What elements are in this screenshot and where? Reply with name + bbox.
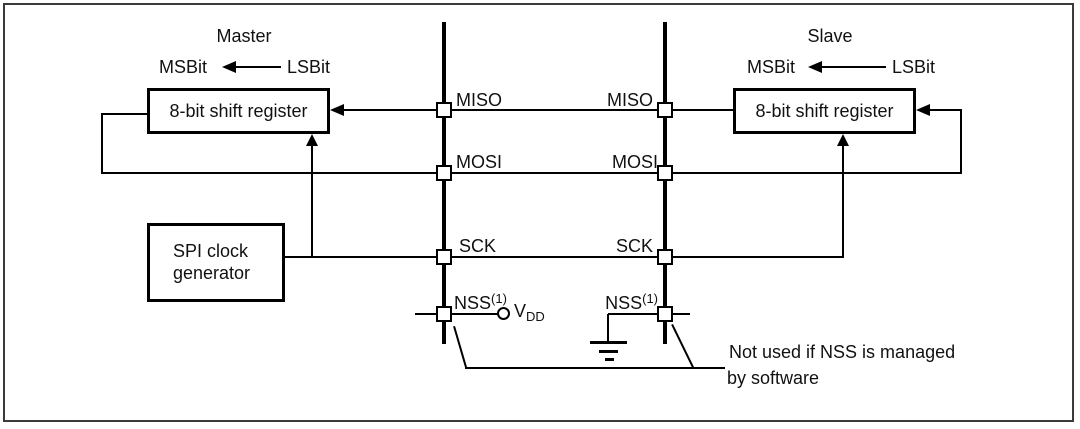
miso-arrowhead-into-master-icon xyxy=(330,104,344,116)
master-miso-label: MISO xyxy=(456,90,503,110)
slave-miso-label: MISO xyxy=(606,90,653,110)
slave-msbit-label: MSBit xyxy=(747,57,796,77)
slave-mosi-pin xyxy=(657,165,673,181)
master-loopback-horizontal xyxy=(101,113,149,115)
slave-nss-to-ground-horizontal xyxy=(608,313,657,315)
spi-clock-generator-label-line2: generator xyxy=(173,263,251,283)
slave-loopback-horizontal xyxy=(928,109,962,111)
slave-nss-text: NSS xyxy=(605,293,643,313)
slave-shift-register-label: 8-bit shift register xyxy=(755,101,894,121)
master-mosi-pin xyxy=(436,165,452,181)
master-miso-pin xyxy=(436,102,452,118)
slave-nss-stub xyxy=(673,313,690,315)
master-boundary-line xyxy=(442,22,446,344)
master-nss-footnote-ref: (1) xyxy=(491,291,507,306)
nss-note-line2: by software xyxy=(727,368,820,388)
ground-icon xyxy=(599,350,618,353)
master-bit-direction-arrow-line xyxy=(234,66,281,68)
master-nss-text: NSS xyxy=(454,293,492,313)
master-nss-to-vdd-line xyxy=(452,313,498,315)
slave-clock-arrowhead-icon xyxy=(837,134,849,146)
slave-bit-direction-arrowhead-icon xyxy=(808,61,822,73)
master-sck-label: SCK xyxy=(459,236,497,256)
sck-line xyxy=(285,256,843,258)
slave-nss-to-ground-vertical xyxy=(607,314,609,342)
mosi-line xyxy=(102,172,962,174)
miso-line xyxy=(338,109,733,111)
master-clock-arrowhead-icon xyxy=(306,134,318,146)
slave-sck-pin xyxy=(657,249,673,265)
ground-icon xyxy=(605,358,614,361)
master-clock-branch xyxy=(311,140,313,258)
master-title: Master xyxy=(216,26,272,46)
master-sck-pin xyxy=(436,249,452,265)
mosi-arrowhead-into-slave-icon xyxy=(916,104,930,116)
vdd-subscript: DD xyxy=(526,309,545,324)
vdd-symbol: V xyxy=(514,301,527,321)
master-loopback-vertical xyxy=(101,113,103,174)
slave-lsbit-label: LSBit xyxy=(892,57,936,77)
slave-title: Slave xyxy=(807,26,853,46)
master-bit-direction-arrowhead-icon xyxy=(222,61,236,73)
master-nss-stub xyxy=(415,313,436,315)
slave-loopback-vertical xyxy=(960,109,962,174)
slave-bit-direction-arrow-line xyxy=(820,66,886,68)
slave-miso-pin xyxy=(657,102,673,118)
nss-note-line1: Not used if NSS is managed xyxy=(729,342,956,362)
note-callout-horizontal xyxy=(465,367,725,369)
master-lsbit-label: LSBit xyxy=(287,57,331,77)
master-nss-pin xyxy=(436,306,452,322)
figure-border xyxy=(3,3,1074,422)
master-shift-register-label: 8-bit shift register xyxy=(169,101,308,121)
master-mosi-label: MOSI xyxy=(456,152,503,172)
slave-nss-label: NSS(1) xyxy=(570,289,658,313)
slave-clock-branch xyxy=(842,140,844,258)
slave-nss-footnote-ref: (1) xyxy=(642,291,658,306)
master-nss-label: NSS(1) xyxy=(454,289,507,313)
master-shift-register-box: 8-bit shift register xyxy=(147,88,330,134)
master-msbit-label: MSBit xyxy=(159,57,208,77)
slave-sck-label: SCK xyxy=(615,236,653,256)
vdd-terminal-circle-icon xyxy=(497,307,510,320)
spi-clock-generator-label-line1: SPI clock xyxy=(173,241,249,261)
ground-icon xyxy=(590,341,627,344)
spi-clock-generator-box: SPI clock generator xyxy=(147,223,285,302)
slave-shift-register-box: 8-bit shift register xyxy=(733,88,916,134)
slave-boundary-line xyxy=(663,22,667,344)
slave-nss-pin xyxy=(657,306,673,322)
vdd-label: VDD xyxy=(514,302,545,326)
slave-mosi-label: MOSI xyxy=(611,152,658,172)
